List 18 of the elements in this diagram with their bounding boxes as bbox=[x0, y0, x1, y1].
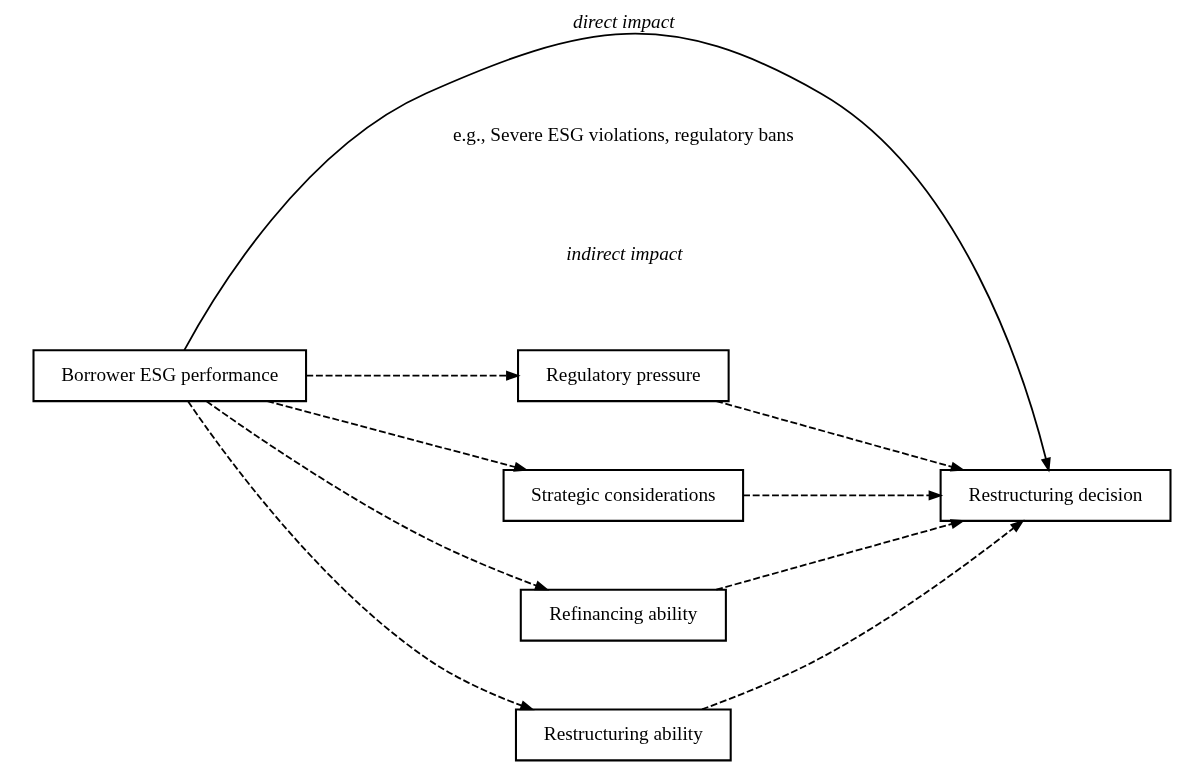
node-box: Restructuring ability bbox=[514, 708, 732, 762]
arrow bbox=[205, 400, 549, 591]
edge-label: direct impact bbox=[572, 10, 675, 32]
node-box: Restructuring decision bbox=[939, 468, 1171, 522]
arrow bbox=[265, 400, 529, 472]
arrow bbox=[714, 400, 965, 472]
node-box: Borrower ESG performance bbox=[31, 349, 307, 403]
arrow bbox=[186, 400, 535, 711]
arrow bbox=[714, 519, 965, 591]
arrow bbox=[700, 519, 1025, 711]
label: e.g., Severe ESG violations, regulatory bans bbox=[452, 124, 794, 146]
arrow bbox=[182, 32, 1051, 473]
node-box: Strategic considerations bbox=[502, 468, 744, 522]
arrow bbox=[305, 370, 521, 381]
node-box: Regulatory pressure bbox=[516, 349, 730, 403]
label: indirect impact bbox=[565, 242, 683, 264]
arrow bbox=[741, 490, 943, 501]
node-box: Refinancing ability bbox=[519, 588, 727, 642]
